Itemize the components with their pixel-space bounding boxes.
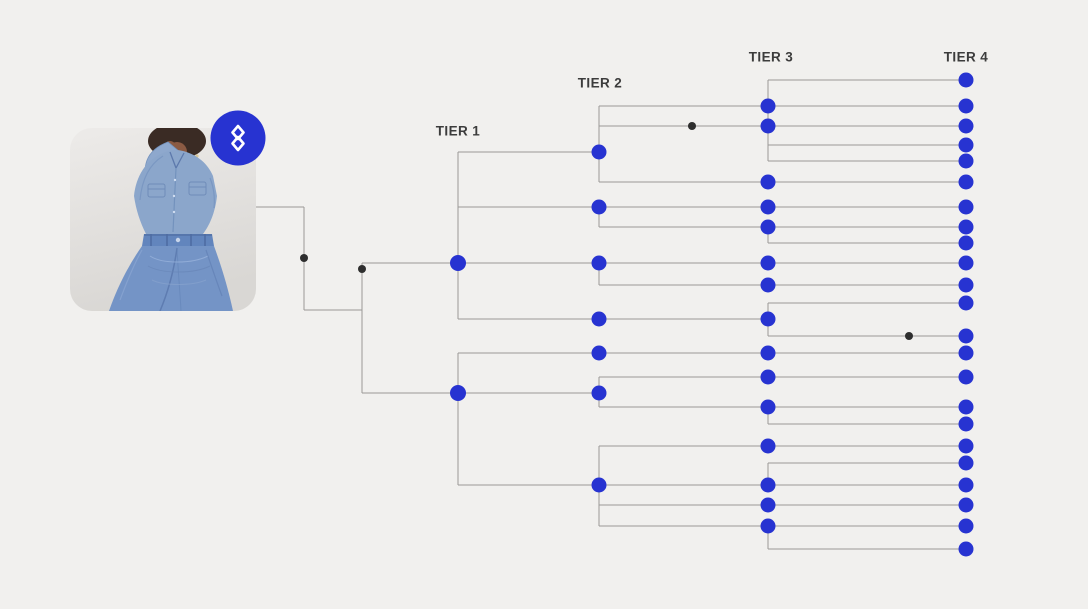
edge-dot <box>300 254 308 262</box>
tier4-node <box>958 219 974 235</box>
tier4-node <box>958 416 974 432</box>
tier4-node <box>958 235 974 251</box>
edge-dot <box>688 122 696 130</box>
tier3-node <box>760 277 776 293</box>
shirt-pocket-left <box>147 183 166 198</box>
edge-connector-dots <box>300 122 913 340</box>
tier2-node <box>591 144 607 160</box>
tier4-node <box>958 153 974 169</box>
tier3-node <box>760 497 776 513</box>
jeans-whisker-stitch <box>147 265 211 273</box>
belt-loops <box>150 234 206 246</box>
tier4-node <box>958 199 974 215</box>
tier4-node <box>958 174 974 190</box>
shirt-button <box>172 194 176 198</box>
shirt-pocket-right <box>188 181 207 196</box>
tier-labels: TIER 1 TIER 2 TIER 3 TIER 4 <box>436 50 989 139</box>
tier4-node <box>958 137 974 153</box>
jeans-center-seam <box>159 247 178 311</box>
jeans-inner-seam <box>176 247 182 311</box>
tier4-node <box>958 497 974 513</box>
model-denim-shirt <box>134 149 217 234</box>
jeans-whisker-stitch <box>149 255 209 263</box>
tier4-node <box>958 477 974 493</box>
tier1-node <box>450 255 466 271</box>
jeans-button <box>175 237 181 243</box>
tier3-node <box>760 98 776 114</box>
tier-label: TIER 3 <box>749 50 794 65</box>
tier3-node <box>760 174 776 190</box>
tier4-node <box>958 72 974 88</box>
tier4-node <box>958 118 974 134</box>
tier3-node <box>760 255 776 271</box>
tier3-node <box>760 399 776 415</box>
jeans-leg-shadow <box>205 249 223 297</box>
tier3-node <box>760 438 776 454</box>
tier4-node <box>958 518 974 534</box>
collab-badge <box>210 110 266 166</box>
tier2-node <box>591 255 607 271</box>
tier4-node <box>958 399 974 415</box>
tier4-node <box>958 295 974 311</box>
tree-edges <box>256 79 966 550</box>
jeans-whisker-stitch <box>151 279 207 285</box>
tier-label: TIER 2 <box>578 76 622 91</box>
tier2-node <box>591 311 607 327</box>
shirt-placket <box>172 167 177 233</box>
tree-nodes <box>450 72 974 557</box>
tier3-node <box>760 477 776 493</box>
jeans-leg-highlight <box>119 249 143 301</box>
tier4-node <box>958 345 974 361</box>
tier-label: TIER 4 <box>944 50 989 65</box>
tier4-node <box>958 455 974 471</box>
shirt-button <box>172 210 176 214</box>
edge-dot <box>905 332 913 340</box>
shirt-button <box>173 178 177 182</box>
collab-link-icon <box>231 135 245 152</box>
tier2-node <box>591 199 607 215</box>
tier4-node <box>958 328 974 344</box>
tier4-node <box>958 369 974 385</box>
tier3-node <box>760 345 776 361</box>
tier3-node <box>760 369 776 385</box>
tier-label: TIER 1 <box>436 124 481 139</box>
tier4-node <box>958 438 974 454</box>
tier4-node <box>958 98 974 114</box>
tier3-node <box>760 118 776 134</box>
tier4-node <box>958 541 974 557</box>
tier2-node <box>591 385 607 401</box>
tier2-node <box>591 477 607 493</box>
tier4-node <box>958 255 974 271</box>
tier1-node <box>450 385 466 401</box>
tier4-node <box>958 277 974 293</box>
shirt-fold-right <box>209 177 215 209</box>
tier2-node <box>591 345 607 361</box>
shirt-fold-left <box>139 155 164 201</box>
tier3-node <box>760 199 776 215</box>
tier3-node <box>760 219 776 235</box>
tier3-node <box>760 311 776 327</box>
edge-dot <box>358 265 366 273</box>
tier3-node <box>760 518 776 534</box>
